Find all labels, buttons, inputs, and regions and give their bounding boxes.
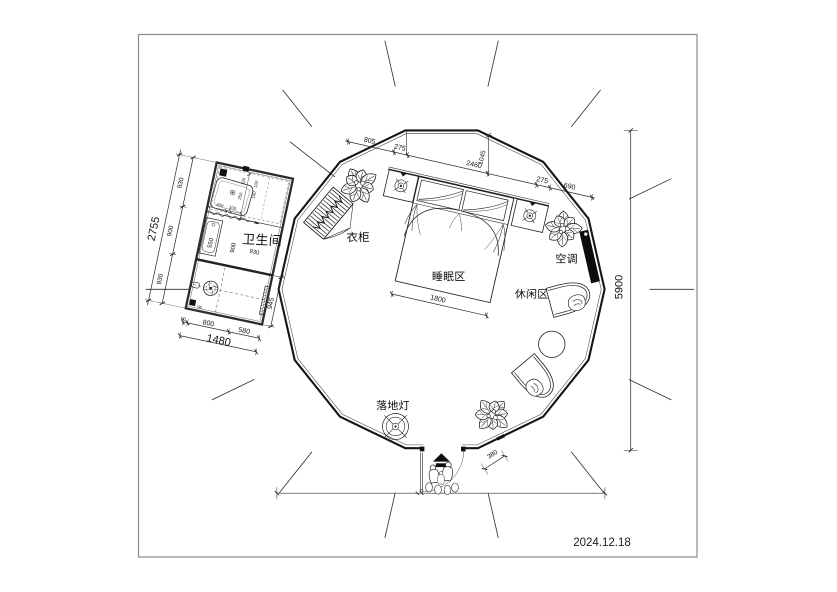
svg-text:5900: 5900 xyxy=(614,275,626,299)
svg-text:275: 275 xyxy=(536,176,549,185)
svg-text:930: 930 xyxy=(176,177,185,189)
svg-text:1800: 1800 xyxy=(429,294,446,304)
svg-text:100: 100 xyxy=(240,177,247,186)
svg-text:90: 90 xyxy=(197,304,203,310)
svg-text:380: 380 xyxy=(486,449,499,461)
svg-text:930: 930 xyxy=(249,249,261,257)
svg-text:100: 100 xyxy=(229,205,238,212)
svg-text:930: 930 xyxy=(156,273,165,285)
svg-text:1045: 1045 xyxy=(478,149,488,165)
svg-text:400: 400 xyxy=(216,202,225,209)
svg-text:2024.12.18: 2024.12.18 xyxy=(573,537,631,549)
svg-text:275: 275 xyxy=(393,144,406,153)
svg-text:100: 100 xyxy=(253,180,260,189)
svg-text:2755: 2755 xyxy=(146,216,163,242)
svg-text:690: 690 xyxy=(563,182,576,191)
svg-text:160: 160 xyxy=(251,190,258,199)
svg-text:580: 580 xyxy=(238,327,251,336)
svg-text:800: 800 xyxy=(202,319,215,328)
svg-text:900: 900 xyxy=(230,242,238,254)
svg-text:550: 550 xyxy=(207,237,215,249)
svg-text:2460: 2460 xyxy=(466,160,483,170)
svg-text:945: 945 xyxy=(267,297,276,310)
svg-text:900: 900 xyxy=(166,225,175,237)
svg-text:1480: 1480 xyxy=(205,332,231,349)
svg-text:90: 90 xyxy=(180,316,186,322)
svg-text:805: 805 xyxy=(363,137,376,146)
svg-text:250: 250 xyxy=(237,191,244,200)
